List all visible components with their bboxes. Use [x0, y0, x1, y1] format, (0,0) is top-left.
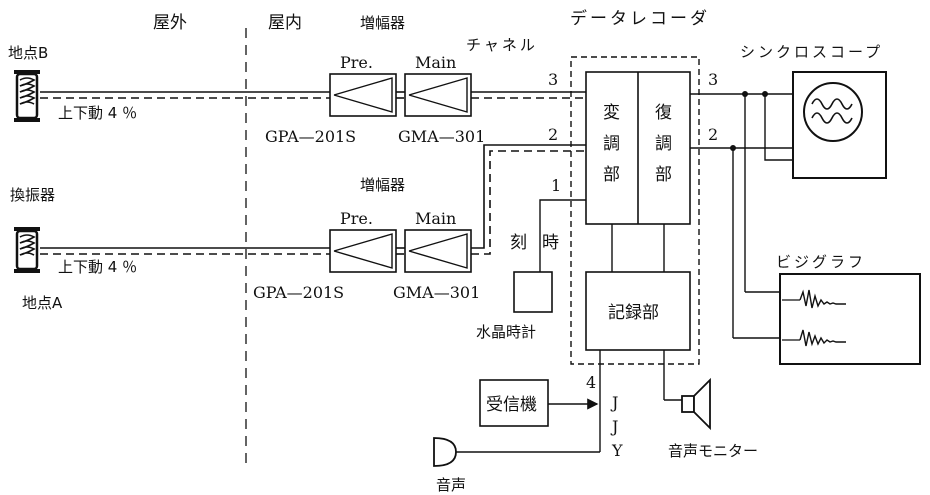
synchroscope-label: シンクロスコープ — [740, 43, 883, 61]
main-amplifier-top — [404, 73, 472, 117]
vertical-b-label: 上下動 4 ％ — [58, 104, 137, 122]
sensor-a-icon — [14, 227, 40, 273]
main-label-top: Main — [415, 53, 456, 72]
visigraph-icon — [779, 273, 921, 365]
recorder-block — [585, 271, 691, 351]
pre-label-top: Pre. — [340, 53, 373, 72]
speaker-icon — [664, 377, 711, 431]
jjy-j2: J — [610, 417, 618, 436]
visigraph-label: ビジグラフ — [776, 253, 866, 271]
gpa-label-top: GPA—201S — [265, 127, 356, 146]
demodulator-block: 復 調 部 — [655, 103, 672, 185]
channel-4: 4 — [586, 373, 596, 392]
data-recorder-label: データレコーダ — [570, 8, 710, 29]
cable-channel-2 — [40, 144, 586, 255]
pre-amplifier-top — [329, 73, 397, 117]
pre-label-bottom: Pre. — [340, 209, 373, 228]
site-a-label: 地点A — [22, 294, 63, 312]
jjy-j1: J — [610, 393, 618, 412]
pre-amplifier-bottom — [329, 229, 397, 273]
recorder-label: 記録部 — [608, 303, 659, 323]
indoor-label: 屋内 — [268, 13, 302, 33]
time-mark-char-2: 時 — [542, 233, 559, 253]
vertical-a-label: 上下動 4 ％ — [58, 258, 137, 276]
modulator-block: 変 調 部 — [603, 103, 620, 185]
time-mark-char-1: 刻 — [510, 233, 527, 253]
receiver-box — [479, 379, 549, 427]
sensor-b-icon — [14, 70, 40, 122]
outdoor-label: 屋外 — [153, 13, 187, 33]
synchroscope-icon — [792, 71, 887, 179]
microphone-icon — [433, 437, 457, 467]
crystal-clock-box — [513, 271, 553, 313]
voice-monitor-label: 音声モニター — [668, 442, 758, 460]
crystal-clock-label: 水晶時計 — [476, 323, 536, 341]
channel-in-1: 1 — [551, 176, 561, 195]
svg-text:変: 変 — [603, 103, 620, 123]
main-amplifier-bottom — [404, 229, 472, 273]
site-b-label: 地点B — [8, 44, 48, 62]
channel-out-3: 3 — [708, 70, 718, 89]
voice-label: 音声 — [436, 476, 466, 494]
svg-text:調: 調 — [655, 134, 672, 154]
gma-label-top: GMA—301 — [398, 127, 485, 146]
svg-text:部: 部 — [655, 165, 672, 185]
output-wiring — [690, 93, 800, 339]
channel-out-2: 2 — [708, 125, 718, 144]
jjy-y: Y — [611, 441, 623, 460]
gma-label-bottom: GMA—301 — [393, 283, 480, 302]
transducer-label: 換振器 — [10, 186, 55, 204]
data-recorder-enclosure — [570, 56, 700, 365]
svg-text:部: 部 — [603, 165, 620, 185]
cable-channel-3 — [40, 91, 586, 99]
amplifier-label-bottom: 増幅器 — [360, 176, 405, 194]
gpa-label-bottom: GPA—201S — [253, 283, 344, 302]
receiver-label: 受信機 — [486, 395, 537, 415]
svg-text:調: 調 — [603, 134, 620, 154]
main-label-bottom: Main — [415, 209, 456, 228]
channel-in-3: 3 — [548, 70, 558, 89]
svg-text:復: 復 — [655, 103, 672, 123]
channel-in-2: 2 — [548, 125, 558, 144]
channel-label: チャネル — [466, 36, 538, 54]
amplifier-label-top: 増幅器 — [360, 14, 405, 32]
